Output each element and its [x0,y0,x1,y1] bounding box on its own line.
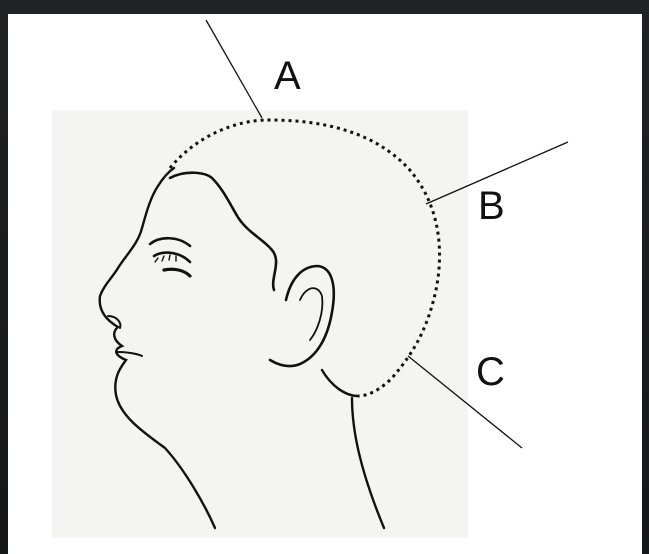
label-c: C [476,352,505,392]
label-b: B [478,186,505,226]
label-a: A [274,56,301,96]
callout-line-a [206,20,262,118]
